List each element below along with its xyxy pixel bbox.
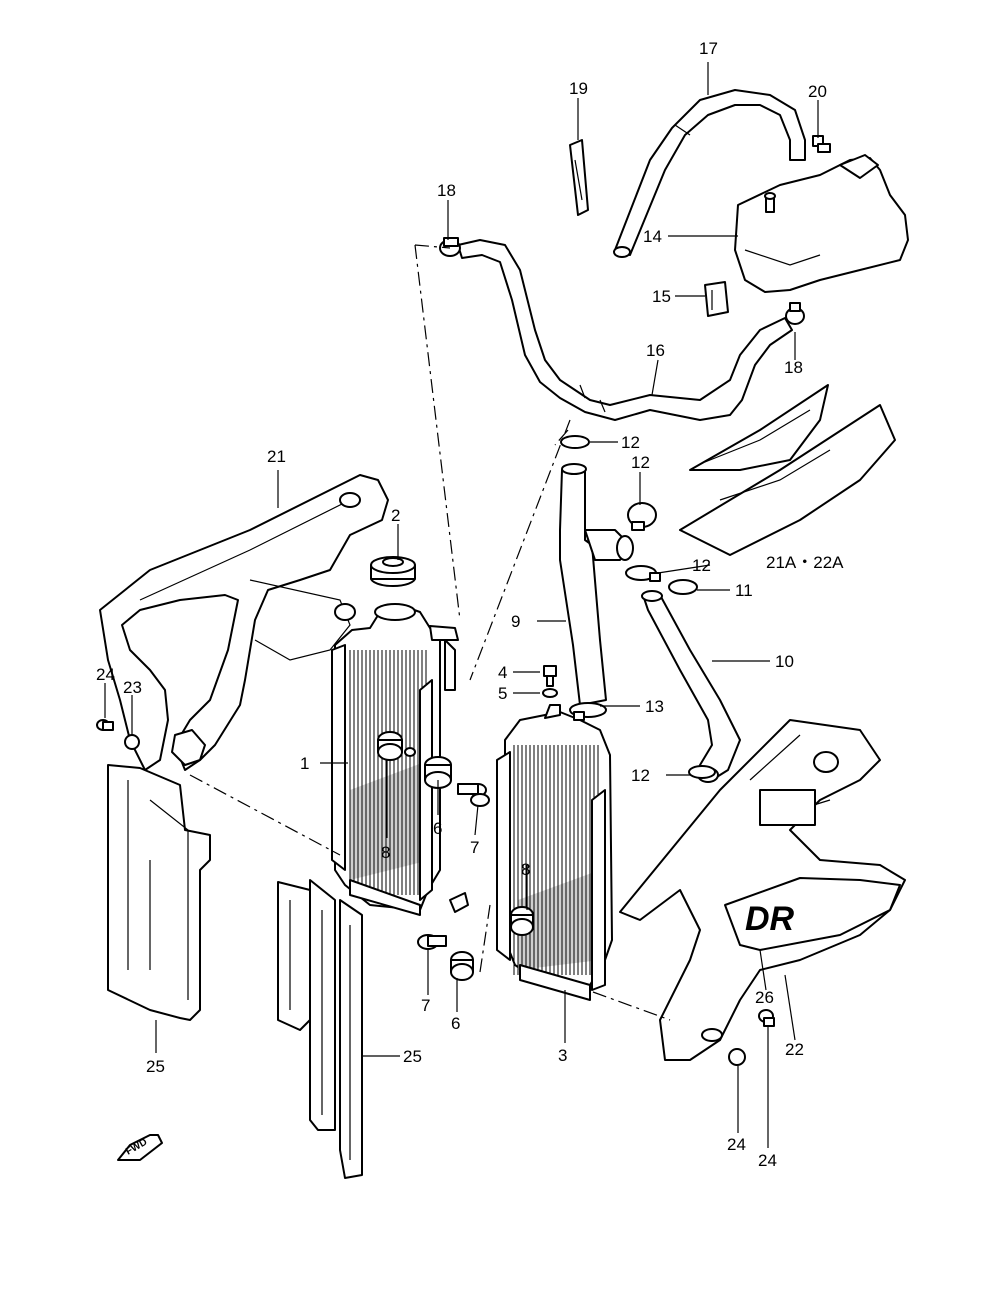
callout-11: 11 xyxy=(735,581,753,600)
callout-12-a: 12 xyxy=(621,433,640,452)
callout-24-left: 24 xyxy=(96,665,115,684)
hose-17 xyxy=(613,89,806,258)
rubber-cushion-15 xyxy=(704,281,729,317)
leader-lines xyxy=(104,62,819,1148)
right-mount-grommets xyxy=(450,906,534,981)
callout-15: 15 xyxy=(652,287,671,306)
callout-25-left: 25 xyxy=(146,1057,165,1076)
callout-18-upper: 18 xyxy=(437,181,456,200)
left-radiator-shroud xyxy=(99,474,389,771)
callout-12-b: 12 xyxy=(631,453,650,472)
callout-labels: 17 19 20 18 14 15 18 16 12 12 21 2 21A・2… xyxy=(96,39,844,1170)
callout-17: 17 xyxy=(699,39,718,58)
hose-9 xyxy=(559,463,634,706)
callout-18-lower: 18 xyxy=(784,358,803,377)
callout-26: 26 xyxy=(755,988,774,1007)
callout-12-c: 12 xyxy=(692,556,711,575)
callout-16: 16 xyxy=(646,341,665,360)
clamp-13 xyxy=(569,702,607,721)
callout-6-lower: 6 xyxy=(451,1014,460,1033)
callout-12-d: 12 xyxy=(631,766,650,785)
hose-10 xyxy=(641,590,741,783)
callout-22: 22 xyxy=(785,1040,804,1059)
callout-3: 3 xyxy=(558,1046,567,1065)
callout-21: 21 xyxy=(267,447,286,466)
callout-8-right: 8 xyxy=(521,860,530,879)
callout-4: 4 xyxy=(498,663,507,682)
callout-13: 13 xyxy=(645,697,664,716)
callout-8-left: 8 xyxy=(381,843,390,862)
shroud-emblems xyxy=(679,384,896,556)
callout-23-right: 24 xyxy=(727,1135,746,1154)
hose-clamps xyxy=(560,435,716,779)
left-radiator-guard xyxy=(107,764,211,1021)
assembly-lines xyxy=(189,244,671,1021)
washer-5 xyxy=(542,688,558,698)
dr-emblem-text: DR xyxy=(745,900,795,938)
callout-1: 1 xyxy=(300,754,309,773)
callout-23-left: 23 xyxy=(123,678,142,697)
bolt-4 xyxy=(543,665,557,687)
right-washer-bolt xyxy=(728,1009,775,1066)
callout-24-right: 24 xyxy=(758,1151,777,1170)
right-radiator-shroud xyxy=(619,719,906,1061)
reservoir-tank xyxy=(734,154,909,293)
callout-14: 14 xyxy=(643,227,662,246)
callout-20: 20 xyxy=(808,82,827,101)
callout-6-upper: 6 xyxy=(433,819,442,838)
shroud-emblem-26: DR xyxy=(724,877,901,951)
radiator-cap xyxy=(370,556,416,587)
right-radiator xyxy=(496,704,613,1001)
bolt-7-upper xyxy=(457,783,490,807)
callout-25-right: 25 xyxy=(403,1047,422,1066)
callout-10: 10 xyxy=(775,652,794,671)
callout-2: 2 xyxy=(391,506,400,525)
callout-7-lower: 7 xyxy=(421,996,430,1015)
bolt-7-lower xyxy=(417,934,447,950)
callout-21a-22a: 21A・22A xyxy=(766,553,844,572)
right-radiator-guard xyxy=(277,879,363,1179)
left-mount-grommets xyxy=(377,731,452,789)
callout-9: 9 xyxy=(511,612,520,631)
callout-19: 19 xyxy=(569,79,588,98)
callout-5: 5 xyxy=(498,684,507,703)
hose-16 xyxy=(457,239,793,421)
strap-19 xyxy=(569,139,589,216)
bolt-20 xyxy=(812,135,831,153)
callout-7-upper: 7 xyxy=(470,838,479,857)
fwd-arrow: FWD xyxy=(117,1134,163,1161)
